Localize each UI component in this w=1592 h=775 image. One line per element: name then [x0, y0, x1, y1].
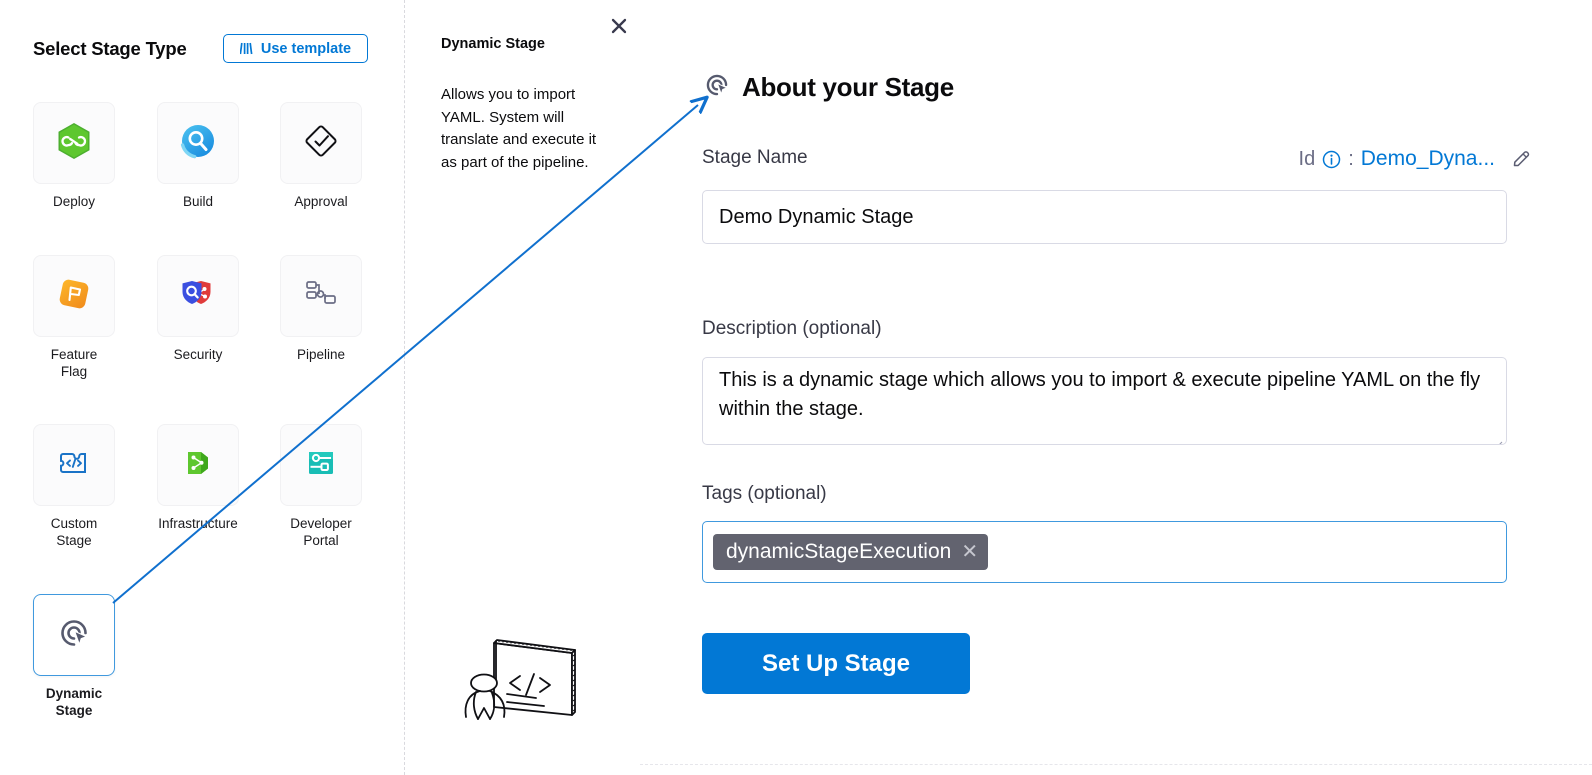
- approval-diamond-check-icon: [303, 123, 339, 164]
- stage-card-deploy[interactable]: Deploy: [33, 102, 115, 210]
- stage-id-row: Id : Demo_Dyna...: [1299, 147, 1532, 171]
- stage-name-label: Stage Name: [702, 147, 808, 168]
- stage-info-title: Dynamic Stage: [441, 36, 545, 52]
- dynamic-stage-cursor-target-icon: [55, 614, 93, 657]
- bottom-divider: [640, 764, 1592, 765]
- stage-id-label: Id: [1298, 147, 1316, 170]
- stage-label-deploy: Deploy: [52, 194, 96, 209]
- stage-card-dynamic-stage[interactable]: Dynamic Stage: [33, 594, 115, 719]
- textarea-resize-handle[interactable]: [1491, 430, 1503, 444]
- stage-card-approval[interactable]: Approval: [280, 102, 362, 210]
- template-bars-icon: [239, 42, 255, 55]
- stage-card-custom-stage[interactable]: Custom Stage: [33, 424, 115, 549]
- stage-card-pipeline[interactable]: Pipeline: [280, 255, 362, 363]
- stage-id-separator: :: [1348, 147, 1354, 170]
- feature-flag-icon: [57, 277, 91, 316]
- stage-card-custom-stage-tile[interactable]: [33, 424, 115, 506]
- stage-card-infrastructure[interactable]: Infrastructure: [157, 424, 239, 532]
- stage-info-description: Allows you to import YAML. System will t…: [441, 86, 597, 171]
- stage-label-dynamic-stage: Dynamic Stage: [45, 686, 103, 718]
- developer-portal-icon: [305, 447, 337, 484]
- stage-name-input[interactable]: Demo Dynamic Stage: [702, 190, 1507, 244]
- stage-type-grid: Deploy: [0, 0, 404, 775]
- select-stage-type-panel: Select Stage Type Use template: [0, 0, 404, 775]
- custom-stage-code-puzzle-icon: [57, 447, 91, 484]
- deploy-hexagon-infinity-icon: [57, 122, 91, 165]
- dynamic-stage-cursor-target-icon: [702, 70, 732, 105]
- stage-card-developer-portal[interactable]: Developer Portal: [280, 424, 362, 549]
- description-label: Description (optional): [702, 318, 882, 339]
- stage-card-deploy-tile[interactable]: [33, 102, 115, 184]
- stage-id-value[interactable]: Demo_Dyna...: [1360, 147, 1495, 170]
- stage-card-security-tile[interactable]: [157, 255, 239, 337]
- stage-card-feature-flag[interactable]: Feature Flag: [33, 255, 115, 380]
- tags-label: Tags (optional): [702, 483, 827, 504]
- page-title: Select Stage Type: [33, 38, 187, 59]
- pencil-edit-icon[interactable]: [1510, 148, 1532, 170]
- stage-card-infrastructure-tile[interactable]: [157, 424, 239, 506]
- stage-card-security[interactable]: Security: [157, 255, 239, 363]
- stage-card-build[interactable]: Build: [157, 102, 239, 210]
- stage-label-approval: Approval: [294, 194, 348, 209]
- stage-name-input-value: Demo Dynamic Stage: [719, 205, 914, 228]
- description-textarea[interactable]: This is a dynamic stage which allows you…: [702, 357, 1507, 445]
- infrastructure-nodes-icon: [182, 447, 214, 484]
- tag-chip[interactable]: dynamicStageExecution ✕: [713, 534, 989, 570]
- tags-input[interactable]: dynamicStageExecution ✕: [702, 521, 1507, 583]
- stage-label-infrastructure: Infrastructure: [158, 516, 238, 531]
- close-icon[interactable]: [608, 15, 630, 37]
- use-template-button[interactable]: Use template: [223, 34, 368, 63]
- about-your-stage-heading: About your Stage: [702, 70, 954, 105]
- stage-card-approval-tile[interactable]: [280, 102, 362, 184]
- tag-chip-label: dynamicStageExecution: [726, 540, 952, 563]
- stage-label-security: Security: [173, 347, 223, 362]
- build-magnifier-circle-icon: [180, 123, 216, 164]
- stage-card-pipeline-tile[interactable]: [280, 255, 362, 337]
- stage-label-feature-flag: Feature Flag: [50, 347, 98, 379]
- person-presenting-code-board-illustration: [452, 620, 582, 725]
- use-template-label: Use template: [260, 40, 352, 57]
- stage-card-feature-flag-tile[interactable]: [33, 255, 115, 337]
- stage-card-developer-portal-tile[interactable]: [280, 424, 362, 506]
- about-your-stage-panel: About your Stage Stage Name Id : Demo_Dy…: [640, 0, 1592, 775]
- stage-label-custom-stage: Custom Stage: [50, 516, 98, 548]
- description-value: This is a dynamic stage which allows you…: [719, 369, 1481, 420]
- set-up-stage-button[interactable]: Set Up Stage: [702, 633, 970, 694]
- info-circle-icon[interactable]: [1322, 150, 1341, 169]
- tag-remove-x-icon[interactable]: ✕: [961, 541, 979, 563]
- stage-card-build-tile[interactable]: [157, 102, 239, 184]
- stage-card-dynamic-stage-tile[interactable]: [33, 594, 115, 676]
- stage-label-build: Build: [182, 194, 214, 209]
- pipeline-nodes-icon: [304, 278, 338, 315]
- stage-label-developer-portal: Developer Portal: [290, 516, 352, 548]
- security-shields-icon: [178, 277, 218, 316]
- about-your-stage-title: About your Stage: [742, 72, 954, 102]
- stage-label-pipeline: Pipeline: [296, 347, 346, 362]
